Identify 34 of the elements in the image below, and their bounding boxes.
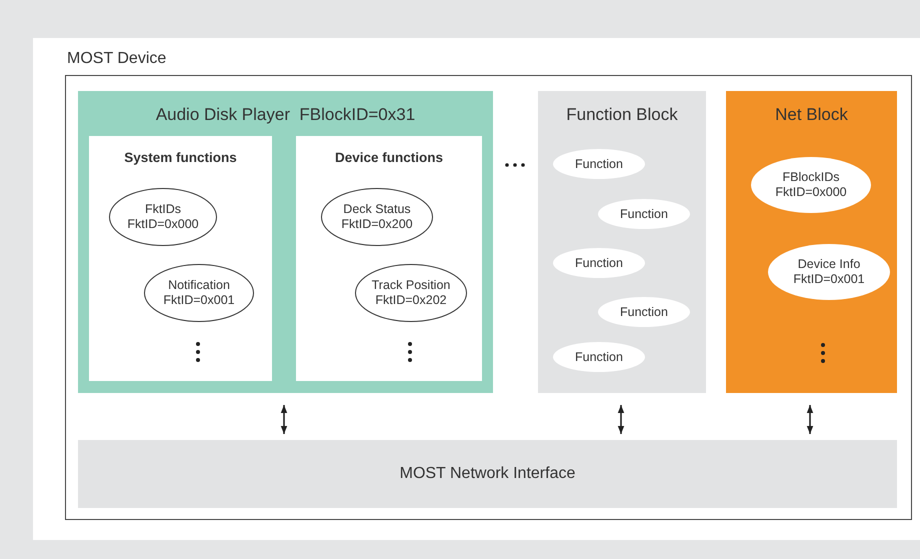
function-id: FktID=0x000 — [775, 185, 847, 200]
function-name: FktIDs — [144, 202, 182, 217]
function-id: FktID=0x200 — [341, 217, 413, 232]
block-title: Audio Disk Player FBlockID=0x31 — [156, 105, 416, 125]
block-title: Function Block — [566, 105, 678, 125]
function-name: Function — [575, 256, 623, 270]
function-name: Function — [620, 206, 668, 222]
block-title: Device functions — [334, 150, 444, 165]
function-group — [296, 136, 482, 381]
function-id: FktID=0x000 — [127, 217, 199, 232]
function-block — [538, 91, 706, 393]
block-title: Net Block — [775, 105, 848, 125]
function-name: Function — [575, 350, 623, 364]
function-id: FktID=0x001 — [793, 272, 865, 287]
block-title: System functions — [124, 150, 237, 165]
double-arrow — [618, 405, 624, 434]
double-arrow — [280, 405, 288, 434]
device-panel — [33, 38, 920, 540]
function-name: Device Info — [798, 257, 860, 272]
function-id: FktID=0x202 — [375, 293, 447, 308]
function-block — [726, 91, 897, 393]
interface-label: MOST Network Interface — [400, 465, 576, 483]
function-name: Function — [575, 156, 623, 172]
function-name: Deck Status — [343, 202, 411, 217]
function-group — [89, 136, 272, 381]
device-title: MOST Device — [67, 50, 166, 68]
function-id: FktID=0x001 — [163, 293, 235, 308]
function-name: FBlockIDs — [782, 170, 840, 185]
interface-bar — [78, 440, 897, 508]
double-arrow — [806, 405, 814, 434]
function-name: Track Position — [372, 278, 450, 293]
function-name: Notification — [168, 278, 230, 293]
function-block — [78, 91, 493, 393]
function-name: Function — [620, 304, 668, 320]
